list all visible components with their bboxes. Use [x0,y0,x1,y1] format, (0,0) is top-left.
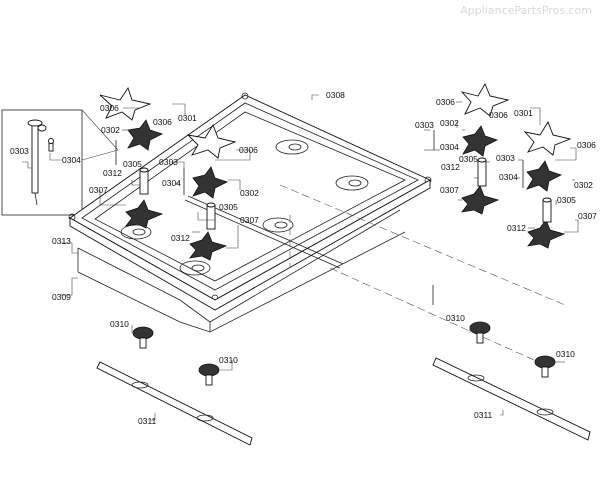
label-0303: 0303 [415,120,434,130]
label-0306: 0306 [153,117,172,127]
burner-head-icon [189,231,228,261]
valve-icon [469,321,491,344]
sleeve-icon [206,202,216,230]
igniter-inset [1,109,119,216]
label-0313: 0313 [52,236,71,246]
valve-icon [198,363,220,386]
label-0306: 0306 [577,140,596,150]
label-0308: 0308 [326,90,345,100]
sleeve-icon [542,197,552,223]
label-0305: 0305 [557,195,576,205]
label-0311: 0311 [138,416,157,426]
burner-head-icon [462,125,499,157]
label-0312: 0312 [103,168,122,178]
label-0312: 0312 [441,162,460,172]
burner-head-icon [127,119,164,151]
label-0307: 0307 [578,211,597,221]
label-0305: 0305 [219,202,238,212]
label-0307: 0307 [440,185,459,195]
igniter-electrode-icon [27,119,47,206]
label-0310: 0310 [446,313,465,323]
label-0310: 0310 [110,319,129,329]
label-0301: 0301 [514,108,533,118]
label-0302: 0302 [440,118,459,128]
grate-cap-icon [186,123,237,159]
label-0304: 0304 [162,178,181,188]
mounting-rail-icon [432,357,591,441]
label-0302: 0302 [101,125,120,135]
valve-icon [534,355,556,378]
sleeve-icon [477,157,487,187]
guide-line [279,184,566,306]
grate-cap-icon [460,82,510,117]
screw-icon [48,138,54,152]
burner-hole-icon [335,175,369,191]
label-0307: 0307 [240,215,259,225]
lower-panels [77,209,406,333]
label-0306: 0306 [100,103,119,113]
guide-line [329,267,546,366]
label-0306: 0306 [239,145,258,155]
sleeve-icon [139,167,149,195]
label-0302: 0302 [240,188,259,198]
burner-hole-icon [262,217,294,233]
burner-head-icon [461,185,500,215]
label-0303: 0303 [496,153,515,163]
burner-head-icon [192,166,229,199]
label-0307: 0307 [89,185,108,195]
label-0310: 0310 [219,355,238,365]
grate-cap-icon [99,86,152,121]
label-0306: 0306 [489,110,508,120]
watermark: AppliancePartsPros.com [460,4,592,17]
mounting-rail-icon [96,361,253,446]
label-0303: 0303 [10,146,29,156]
label-0303: 0303 [159,157,178,167]
label-0311: 0311 [474,410,493,420]
burner-hole-icon [179,260,211,276]
grate-cap-icon [523,120,572,156]
burner-hole-icon [120,224,152,240]
label-0301: 0301 [178,113,197,123]
valve-icon [132,326,154,349]
label-0304: 0304 [62,155,81,165]
label-0312: 0312 [507,223,526,233]
label-0310: 0310 [556,349,575,359]
label-0306: 0306 [436,97,455,107]
cooktop-tray [68,92,432,311]
burner-head-icon [527,219,566,249]
label-0305: 0305 [459,154,478,164]
label-0309: 0309 [52,292,71,302]
label-0312: 0312 [171,233,190,243]
label-0305: 0305 [123,159,142,169]
label-0302: 0302 [574,180,593,190]
burner-hole-icon [275,139,309,155]
label-0304: 0304 [440,142,459,152]
burner-head-icon [526,160,563,192]
burner-head-icon [125,199,164,229]
label-0304: 0304 [499,172,518,182]
